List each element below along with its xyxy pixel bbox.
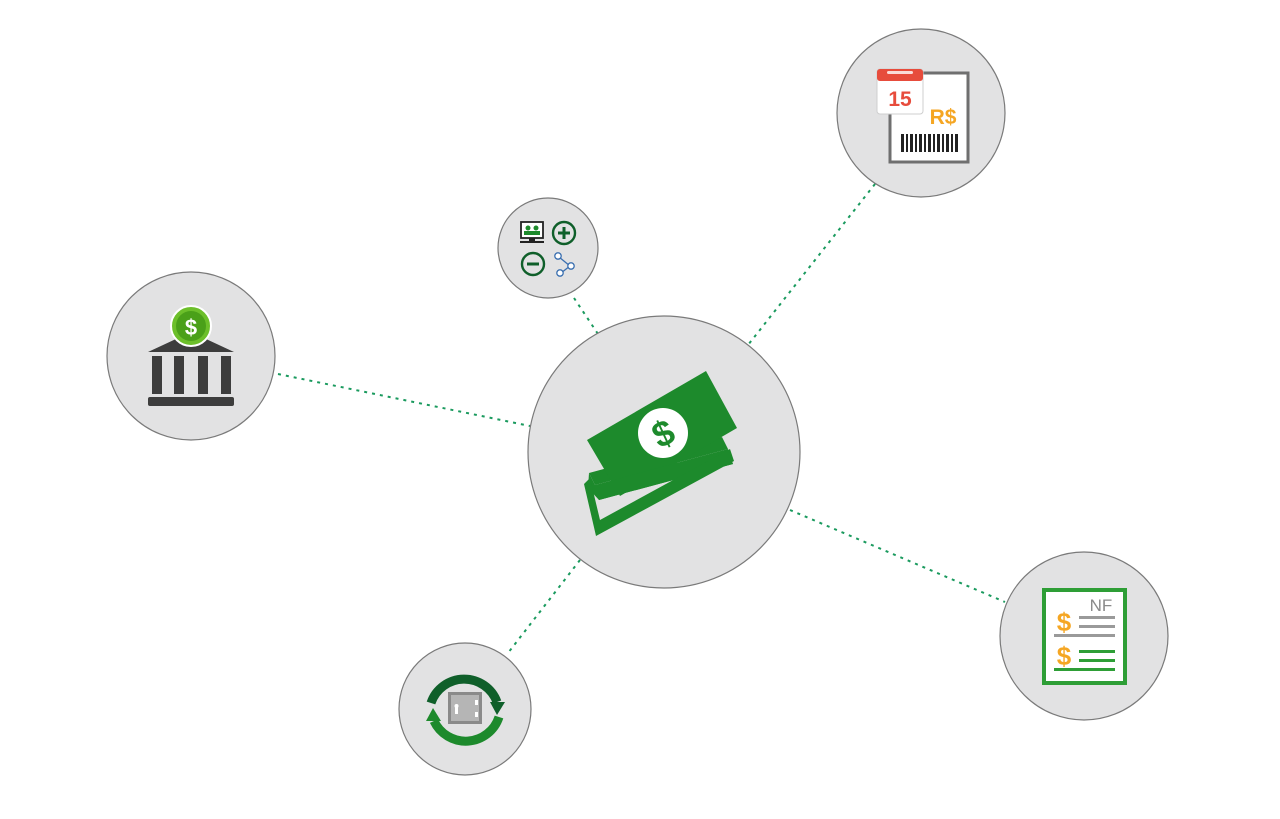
safe-sync-icon xyxy=(426,674,505,746)
monitor-users-icon xyxy=(520,221,544,243)
connector-nota-fiscal xyxy=(789,509,1006,603)
plus-circle-icon[interactable] xyxy=(551,220,577,246)
calendar-day-label: 15 xyxy=(888,88,912,111)
connectors xyxy=(277,183,1006,654)
controls-node-circle xyxy=(497,197,599,299)
connector-invoice-calendar xyxy=(747,183,876,346)
bank-node-circle xyxy=(106,271,276,441)
connector-safe-sync xyxy=(507,559,581,654)
share-nodes-icon[interactable] xyxy=(554,252,575,277)
connector-small-controls xyxy=(573,297,599,335)
nf-label: NF xyxy=(1090,596,1113,615)
nota-fiscal-icon xyxy=(1042,588,1127,685)
center-node[interactable]: $ xyxy=(527,315,801,589)
safe-sync-node[interactable] xyxy=(398,642,532,776)
connector-bank xyxy=(277,373,531,427)
calendar-boleto-icon xyxy=(876,68,970,164)
currency-label: R$ xyxy=(930,106,957,129)
invoice-calendar-node[interactable]: 15 R$ xyxy=(836,28,1006,198)
nf-currency-top: $ xyxy=(1057,607,1072,637)
svg-text:$: $ xyxy=(185,315,197,340)
minus-circle-icon[interactable] xyxy=(520,251,546,277)
nota-fiscal-node[interactable]: NF $ $ xyxy=(999,551,1169,721)
nf-currency-bottom: $ xyxy=(1057,641,1072,671)
bank-node[interactable]: $ xyxy=(106,271,276,441)
money-stack-icon: $ xyxy=(584,371,737,536)
controls-node[interactable] xyxy=(497,197,599,299)
bank-dollar-icon: $ xyxy=(148,305,234,406)
